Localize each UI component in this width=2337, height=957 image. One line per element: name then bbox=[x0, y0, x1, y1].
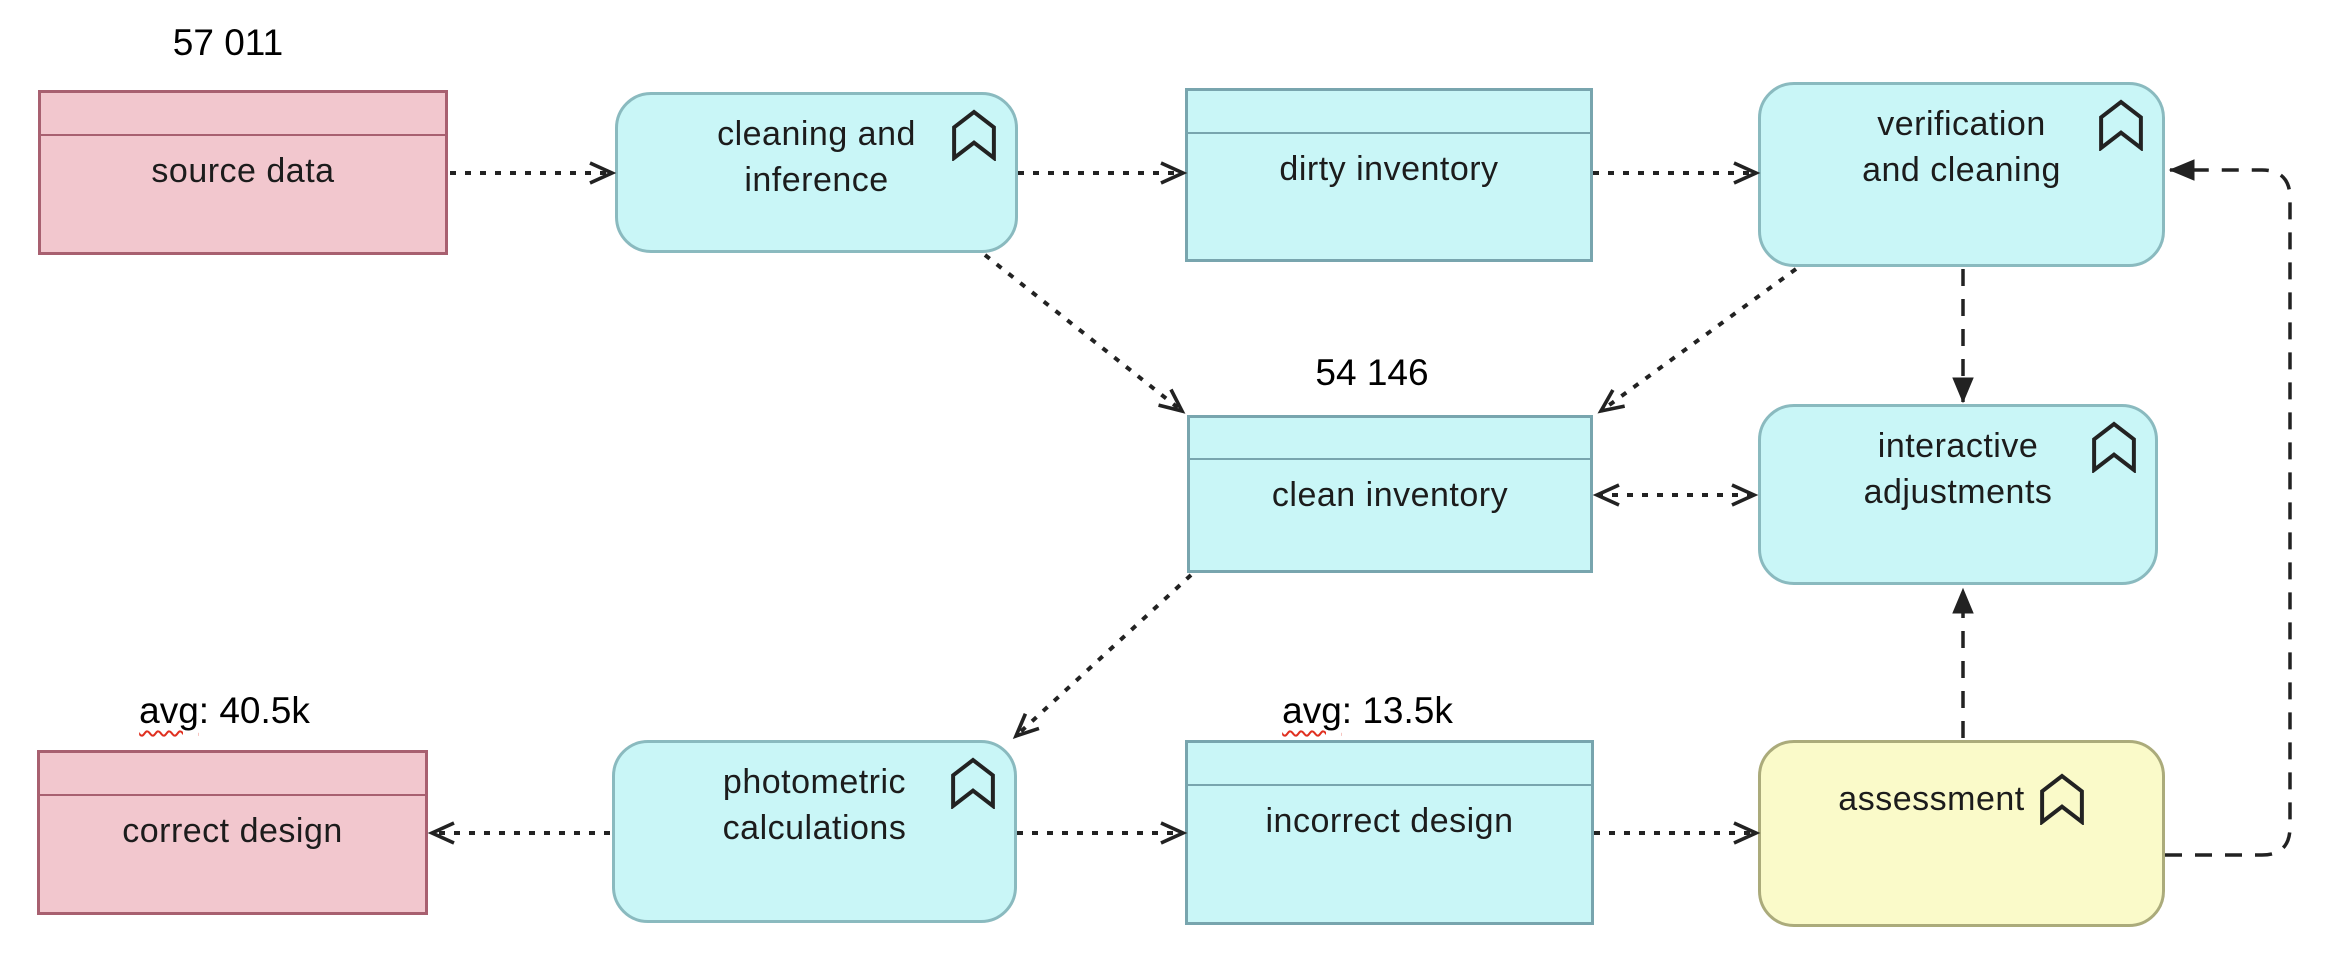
node-correct-design[interactable]: correct design bbox=[37, 750, 428, 915]
process-chevron-icon bbox=[2039, 773, 2084, 825]
node-label: source data bbox=[151, 152, 335, 190]
label-line-2: calculations bbox=[722, 809, 907, 847]
label-line-1: photometric bbox=[722, 763, 907, 801]
node-label: dirty inventory bbox=[1279, 150, 1499, 188]
node-verification-and-cleaning[interactable]: verification and cleaning bbox=[1758, 82, 2165, 267]
label-line-2: inference bbox=[744, 161, 889, 199]
label-line-2: adjustments bbox=[1863, 473, 2053, 511]
node-cleaning-and-inference[interactable]: cleaning and inference bbox=[615, 92, 1018, 253]
label-line-2: and cleaning bbox=[1862, 151, 2061, 189]
data-object-header bbox=[1188, 743, 1591, 786]
edge-clean-inventory-to-photometric-calculations bbox=[1012, 573, 1193, 739]
label-line-1: cleaning and bbox=[717, 115, 916, 153]
avg-annotation-incorrect-design: avg: 13.5k bbox=[1185, 690, 1550, 732]
edge-verification-cleaning-to-clean-inventory bbox=[1597, 267, 1798, 414]
process-chevron-icon bbox=[2099, 99, 2143, 151]
misspelled-word: avg bbox=[1282, 690, 1342, 731]
count-annotation-source-data: 57 011 bbox=[172, 22, 284, 63]
process-chevron-icon bbox=[951, 757, 995, 809]
node-label: correct design bbox=[122, 812, 343, 850]
node-label: photometric calculations bbox=[615, 759, 1014, 851]
node-interactive-adjustments[interactable]: interactive adjustments bbox=[1758, 404, 2158, 585]
edge-assessment-to-verification-cleaning-feedback-loop bbox=[2165, 159, 2292, 857]
annotation-rest: : 13.5k bbox=[1341, 690, 1453, 731]
node-label: interactive adjustments bbox=[1761, 423, 2155, 515]
node-clean-inventory[interactable]: clean inventory bbox=[1187, 415, 1593, 573]
data-object-header bbox=[1188, 91, 1590, 134]
node-dirty-inventory[interactable]: dirty inventory bbox=[1185, 88, 1593, 262]
data-object-header bbox=[40, 753, 425, 796]
node-label: assessment bbox=[1838, 779, 2025, 818]
edge-cleaning-inference-to-clean-inventory bbox=[983, 253, 1186, 414]
node-label: verification and cleaning bbox=[1761, 101, 2162, 193]
node-source-data[interactable]: source data bbox=[38, 90, 448, 255]
count-annotation-clean-inventory: 54 146 bbox=[1315, 352, 1429, 393]
process-chevron-icon bbox=[952, 109, 996, 161]
label-line-1: interactive bbox=[1877, 427, 2039, 465]
misspelled-word: avg bbox=[139, 690, 199, 731]
node-label: clean inventory bbox=[1271, 476, 1509, 514]
node-incorrect-design[interactable]: incorrect design bbox=[1185, 740, 1594, 925]
node-label: incorrect design bbox=[1265, 802, 1514, 840]
label-line-1: verification bbox=[1877, 105, 2046, 143]
node-label: cleaning and inference bbox=[618, 111, 1015, 203]
data-object-header bbox=[41, 93, 445, 136]
process-chevron-icon bbox=[2092, 421, 2136, 473]
data-object-header bbox=[1190, 418, 1590, 460]
annotation-rest: : 40.5k bbox=[198, 690, 310, 731]
node-assessment[interactable]: assessment bbox=[1758, 740, 2165, 927]
node-photometric-calculations[interactable]: photometric calculations bbox=[612, 740, 1017, 923]
avg-annotation-correct-design: avg: 40.5k bbox=[37, 690, 412, 732]
